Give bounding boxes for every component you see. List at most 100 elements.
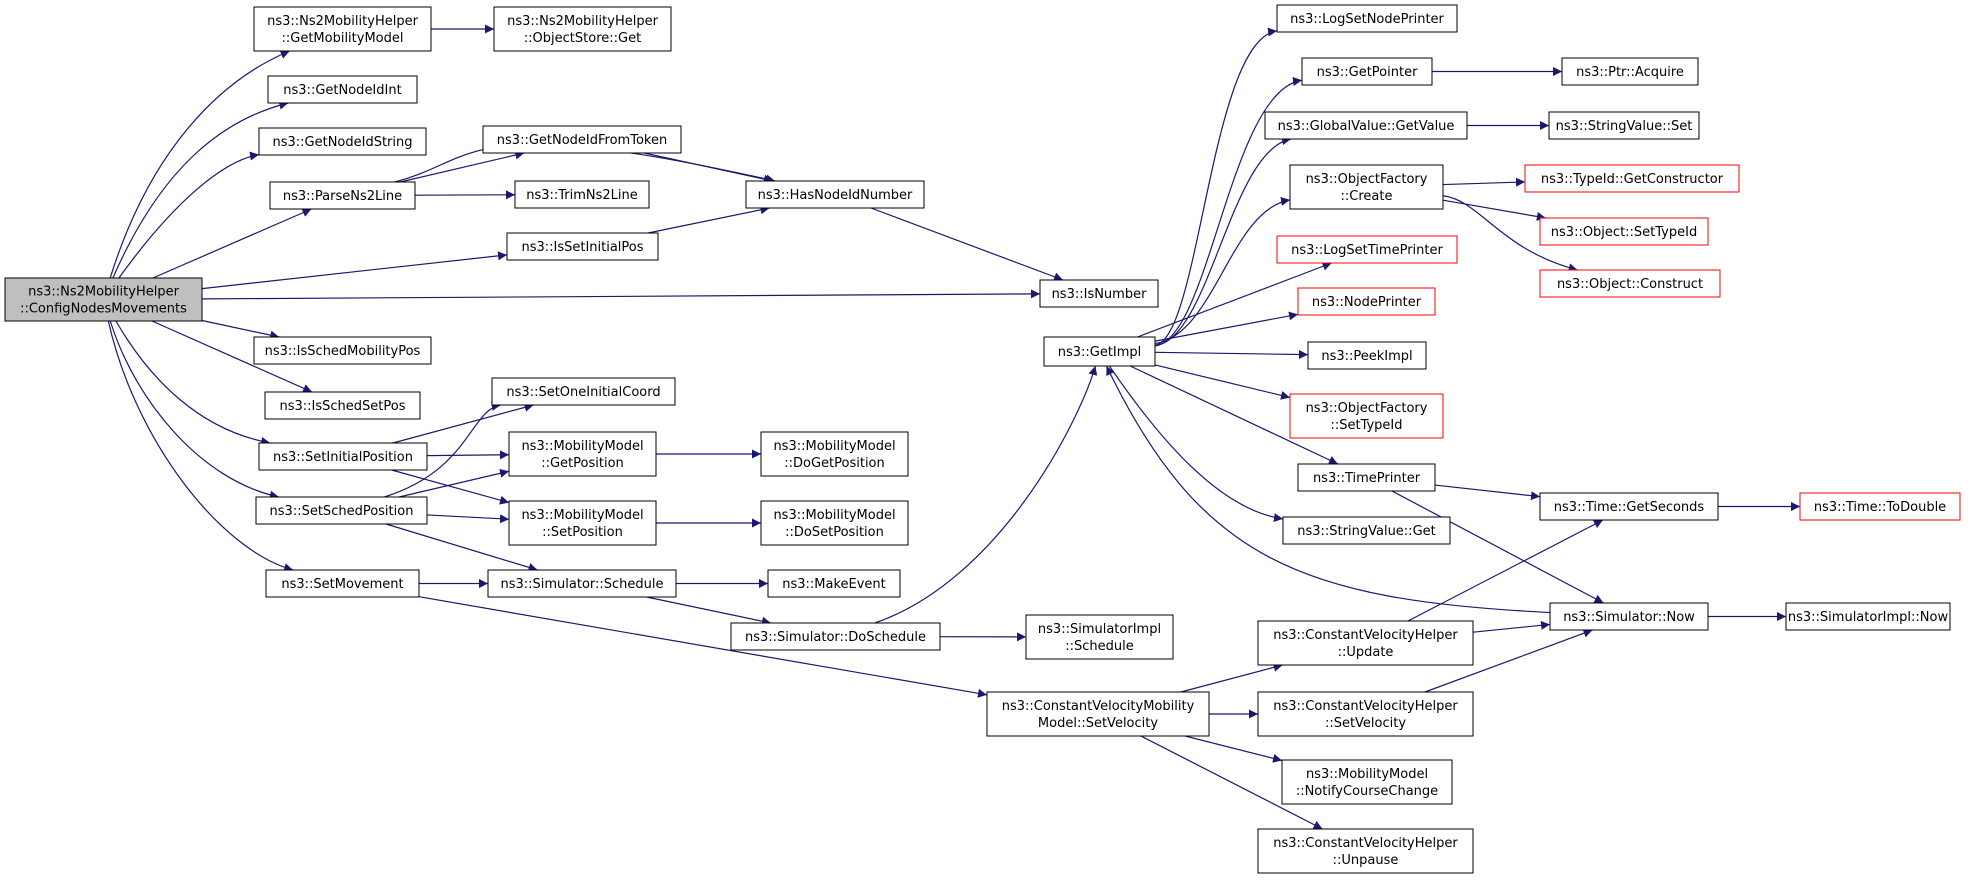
node-label-root-0: ns3::Ns2MobilityHelper [28, 285, 179, 300]
node-mm_notifycoursechange[interactable]: ns3::MobilityModel::NotifyCourseChange [1281, 759, 1453, 805]
node-timeprinter[interactable]: ns3::TimePrinter [1297, 463, 1436, 492]
edge-cvm_setvelocity-to-cvh_unpause [1140, 735, 1323, 830]
node-simnow[interactable]: ns3::Simulator::Now [1549, 602, 1709, 631]
node-label-objectstoreget-1: ::ObjectStore::Get [524, 31, 641, 46]
edge-timeprinter-to-simnow [1391, 490, 1604, 604]
node-box-objectstoreget [493, 6, 672, 52]
node-label-objectfactorysettypeid-0: ns3::ObjectFactory [1306, 401, 1428, 416]
node-getmobilitymodel[interactable]: ns3::Ns2MobilityHelper::GetMobilityModel [253, 6, 432, 52]
node-box-getnodeidint [267, 75, 418, 104]
node-timegetseconds[interactable]: ns3::Time::GetSeconds [1539, 492, 1719, 521]
edge-getnodeidfromtoken-to-hasnodeidnumber [643, 152, 774, 184]
node-cvh_setvelocity[interactable]: ns3::ConstantVelocityHelper::SetVelocity [1257, 691, 1474, 737]
node-simimplnow[interactable]: ns3::SimulatorImpl::Now [1785, 602, 1951, 631]
node-objectfactorycreate[interactable]: ns3::ObjectFactory::Create [1289, 164, 1444, 210]
node-simdoschedule[interactable]: ns3::Simulator::DoSchedule [730, 622, 941, 651]
node-setoneinitialcoord[interactable]: ns3::SetOneInitialCoord [491, 377, 676, 406]
node-label-getpointer-0: ns3::GetPointer [1317, 65, 1418, 80]
node-cvh_update[interactable]: ns3::ConstantVelocityHelper::Update [1257, 620, 1474, 666]
node-box-cvh_unpause [1257, 828, 1474, 874]
edge-simnow-to-getimpl [1105, 365, 1551, 614]
node-setmovement[interactable]: ns3::SetMovement [265, 569, 420, 598]
node-simimplschedule[interactable]: ns3::SimulatorImpl::Schedule [1025, 614, 1174, 660]
node-cvh_unpause[interactable]: ns3::ConstantVelocityHelper::Unpause [1257, 828, 1474, 874]
node-root[interactable]: ns3::Ns2MobilityHelper::ConfigNodesMovem… [4, 277, 203, 322]
edge-root-to-setinitialposition [115, 320, 271, 446]
node-label-isschedsetpos-0: ns3::IsSchedSetPos [280, 399, 406, 414]
node-ptracquire[interactable]: ns3::Ptr::Acquire [1561, 57, 1699, 86]
edge-root-to-getnodeidint [112, 100, 289, 279]
node-globalvalueget[interactable]: ns3::GlobalValue::GetValue [1264, 111, 1468, 140]
node-setinitialposition[interactable]: ns3::SetInitialPosition [258, 442, 428, 471]
node-setschedposition[interactable]: ns3::SetSchedPosition [255, 496, 428, 525]
node-label-root-1: ::ConfigNodesMovements [20, 302, 187, 317]
node-isnumber[interactable]: ns3::IsNumber [1039, 279, 1159, 308]
node-label-logsetnodeprinter-0: ns3::LogSetNodePrinter [1290, 12, 1444, 27]
node-mm_dosetposition[interactable]: ns3::MobilityModel::DoSetPosition [760, 500, 909, 546]
edge-setschedposition-to-mm_getposition [398, 468, 510, 498]
node-mm_dogetposition[interactable]: ns3::MobilityModel::DoGetPosition [760, 431, 909, 477]
edge-simdoschedule-to-getimpl [874, 365, 1098, 624]
node-objectstoreget[interactable]: ns3::Ns2MobilityHelper::ObjectStore::Get [493, 6, 672, 52]
node-objectsettypeid[interactable]: ns3::Object::SetTypeId [1539, 217, 1709, 246]
edge-setinitialposition-to-setoneinitialcoord [392, 403, 534, 444]
node-trimns2line[interactable]: ns3::TrimNs2Line [514, 180, 650, 209]
node-box-cvm_setvelocity [986, 691, 1210, 737]
nodes-layer: ns3::Ns2MobilityHelper::ConfigNodesMovem… [4, 4, 1961, 874]
node-logsettimeprinter[interactable]: ns3::LogSetTimePrinter [1276, 235, 1458, 264]
node-label-setmovement-0: ns3::SetMovement [281, 577, 403, 592]
node-isschedsetpos[interactable]: ns3::IsSchedSetPos [264, 391, 421, 420]
node-makeevent[interactable]: ns3::MakeEvent [767, 569, 901, 598]
node-label-cvh_update-1: ::Update [1338, 645, 1394, 660]
node-label-isnumber-0: ns3::IsNumber [1052, 287, 1148, 302]
node-label-mm_dogetposition-1: ::DoGetPosition [784, 456, 885, 471]
node-logsetnodeprinter[interactable]: ns3::LogSetNodePrinter [1276, 4, 1458, 33]
edge-simschedule-to-simdoschedule [646, 596, 772, 626]
node-stringvalueget[interactable]: ns3::StringValue::Get [1282, 516, 1451, 545]
node-label-setinitialposition-0: ns3::SetInitialPosition [273, 450, 413, 465]
edge-parsens2line-to-getnodeidfromtoken [400, 150, 525, 183]
node-typeidgetconstructor[interactable]: ns3::TypeId::GetConstructor [1524, 164, 1740, 193]
node-getnodeidfromtoken[interactable]: ns3::GetNodeIdFromToken [482, 125, 682, 154]
node-label-simdoschedule-0: ns3::Simulator::DoSchedule [745, 630, 926, 645]
node-getpointer[interactable]: ns3::GetPointer [1301, 57, 1433, 86]
node-getnodeidint[interactable]: ns3::GetNodeIdInt [267, 75, 418, 104]
node-getnodeidstring[interactable]: ns3::GetNodeIdString [258, 127, 427, 156]
node-label-mm_dosetposition-1: ::DoSetPosition [785, 525, 884, 540]
node-objectfactorysettypeid[interactable]: ns3::ObjectFactory::SetTypeId [1289, 393, 1444, 439]
node-label-logsettimeprinter-0: ns3::LogSetTimePrinter [1291, 243, 1443, 258]
edge-getimpl-to-timeprinter [1129, 365, 1339, 465]
node-box-objectfactorycreate [1289, 164, 1444, 210]
edge-getimpl-to-stringvalueget [1108, 365, 1284, 523]
node-label-simimplnow-0: ns3::SimulatorImpl::Now [1788, 610, 1949, 625]
node-issetinitialpos[interactable]: ns3::IsSetInitialPos [506, 232, 659, 261]
node-nodeprinter[interactable]: ns3::NodePrinter [1297, 287, 1436, 316]
node-box-timetodouble [1799, 492, 1961, 521]
node-mm_setposition[interactable]: ns3::MobilityModel::SetPosition [508, 500, 657, 546]
node-stringvalueset[interactable]: ns3::StringValue::Set [1548, 111, 1700, 140]
node-box-setschedposition [255, 496, 428, 525]
node-objectconstruct[interactable]: ns3::Object::Construct [1539, 269, 1721, 298]
node-cvm_setvelocity[interactable]: ns3::ConstantVelocityMobilityModel::SetV… [986, 691, 1210, 737]
node-peekimpl[interactable]: ns3::PeekImpl [1307, 341, 1427, 370]
edge-root-to-parsens2line [152, 208, 312, 279]
edge-root-to-getnodeidstring [118, 151, 260, 279]
node-getimpl[interactable]: ns3::GetImpl [1043, 336, 1156, 367]
node-isschedmobilitypos[interactable]: ns3::IsSchedMobilityPos [253, 336, 432, 365]
node-label-getnodeidstring-0: ns3::GetNodeIdString [272, 135, 412, 150]
node-parsens2line[interactable]: ns3::ParseNs2Line [269, 181, 416, 210]
node-box-mm_setposition [508, 500, 657, 546]
node-mm_getposition[interactable]: ns3::MobilityModel::GetPosition [508, 431, 657, 477]
node-simschedule[interactable]: ns3::Simulator::Schedule [487, 569, 677, 598]
node-label-makeevent-0: ns3::MakeEvent [782, 577, 886, 592]
node-box-cvh_setvelocity [1257, 691, 1474, 737]
node-box-issetinitialpos [506, 232, 659, 261]
node-timetodouble[interactable]: ns3::Time::ToDouble [1799, 492, 1961, 521]
node-label-cvh_unpause-1: ::Unpause [1333, 853, 1399, 868]
node-label-isschedmobilitypos-0: ns3::IsSchedMobilityPos [265, 344, 421, 359]
node-box-mm_getposition [508, 431, 657, 477]
node-label-setschedposition-0: ns3::SetSchedPosition [270, 504, 414, 519]
node-label-mm_setposition-0: ns3::MobilityModel [521, 508, 643, 523]
node-hasnodeidnumber[interactable]: ns3::HasNodeIdNumber [745, 180, 925, 209]
